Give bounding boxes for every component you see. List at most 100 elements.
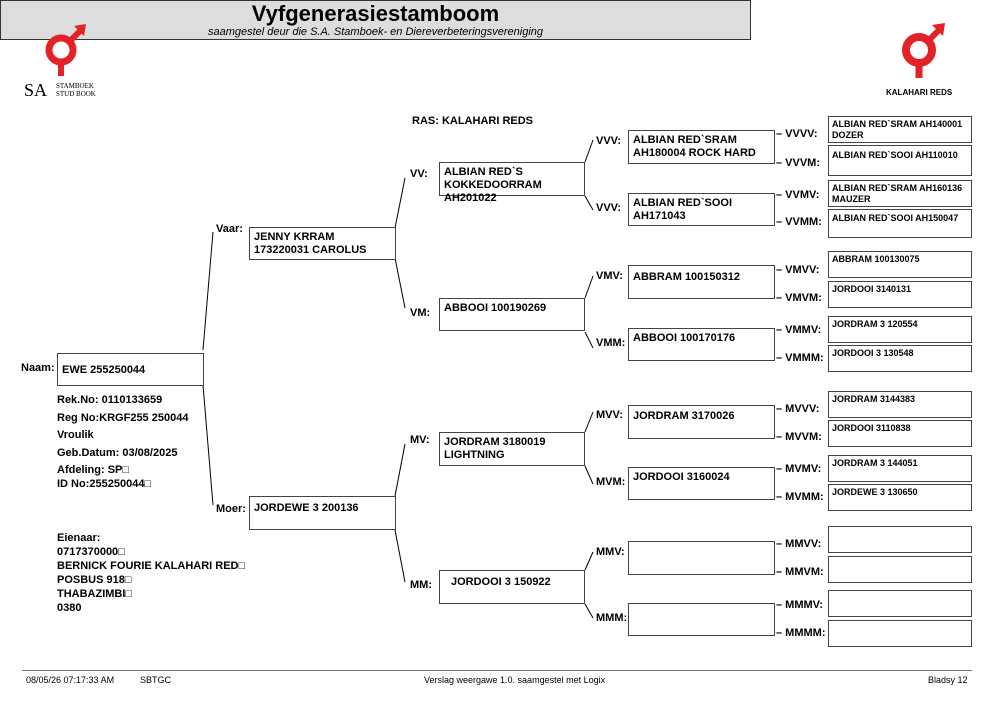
- dam-name: JORDEWE 3 200136: [254, 502, 359, 514]
- owner-name: BERNICK FOURIE KALAHARI RED□: [57, 560, 246, 572]
- mm-name: JORDOOI 3 150922: [451, 576, 551, 588]
- mv-box[interactable]: JORDRAM 3180019 LIGHTNING: [439, 432, 585, 466]
- page-title: Vyfgenerasiestamboom: [251, 1, 500, 26]
- mvmm-label: – MVMM:: [776, 491, 824, 503]
- vvvv-name: ALBIAN RED`SRAM AH140001 DOZER: [832, 119, 963, 140]
- vmmm-label: – VMMM:: [776, 352, 824, 364]
- kalahari-logo-text: KALAHARI REDS: [886, 88, 953, 97]
- vvvv-label: – VVVV:: [776, 128, 818, 140]
- mvm-box[interactable]: JORDOOI 3160024: [628, 467, 775, 500]
- animal-name: EWE 255250044: [62, 364, 146, 376]
- vmm-label: VMM:: [596, 337, 626, 349]
- vvvv-box[interactable]: ALBIAN RED`SRAM AH140001 DOZER: [828, 116, 972, 143]
- mvmv-name: JORDRAM 3 144051: [832, 458, 918, 468]
- owner-label: Eienaar:: [57, 532, 101, 544]
- mvvv-box[interactable]: JORDRAM 3144383: [828, 391, 972, 418]
- mvmm-box[interactable]: JORDEWE 3 130650: [828, 484, 972, 511]
- vmm-name: ABBOOI 100170176: [633, 332, 736, 344]
- vvmv-box[interactable]: ALBIAN RED`SRAM AH160136 MAUZER: [828, 180, 972, 207]
- vvm-name: ALBIAN RED`SOOI AH171043: [633, 197, 732, 222]
- mv-label: MV:: [410, 434, 430, 446]
- vv-box[interactable]: ALBIAN RED`S KOKKEDOORRAM AH201022: [439, 162, 585, 204]
- mmmm-label: – MMMM:: [776, 627, 826, 639]
- vmvv-label: – VMVV:: [776, 264, 820, 276]
- vvvm-name: ALBIAN RED`SOOI AH110010: [832, 150, 958, 160]
- mvm-name: JORDOOI 3160024: [633, 471, 730, 483]
- mmm-label: MMM:: [596, 612, 628, 624]
- vmmm-box[interactable]: JORDOOI 3 130548: [828, 345, 972, 372]
- birth-date: Geb.Datum: 03/08/2025: [57, 446, 178, 459]
- name-label: Naam:: [21, 362, 55, 374]
- vmv-box[interactable]: ABBRAM 100150312: [628, 265, 775, 299]
- mvmv-box[interactable]: JORDRAM 3 144051: [828, 455, 972, 482]
- mmvv-box[interactable]: [828, 526, 972, 553]
- vm-label: VM:: [410, 307, 431, 319]
- owner-details: Eienaar: 0717370000□ BERNICK FOURIE KALA…: [57, 531, 245, 615]
- department: Afdeling: SP□: [57, 464, 130, 476]
- footer-version: Verslag weergawe 1.0. saamgestel met Log…: [424, 675, 606, 685]
- vv-label: VV:: [410, 168, 428, 180]
- vmmv-label: – VMMV:: [776, 324, 822, 336]
- title-banner: Vyfgenerasiestamboom saamgestel deur die…: [0, 0, 751, 40]
- mmmm-box[interactable]: [828, 620, 972, 647]
- mvvv-name: JORDRAM 3144383: [832, 394, 916, 404]
- sire-label: Vaar:: [216, 223, 243, 235]
- sa-logo-stamboek: STAMBOEK: [56, 82, 94, 90]
- vvmv-name: ALBIAN RED`SRAM AH160136 MAUZER: [832, 183, 963, 204]
- mmm-box[interactable]: [628, 603, 775, 636]
- vmvm-label: – VMVM:: [776, 292, 822, 304]
- mvm-label: MVM:: [596, 476, 626, 488]
- mmmv-label: – MMMV:: [776, 599, 824, 611]
- mv-name: JORDRAM 3180019 LIGHTNING: [444, 436, 546, 461]
- sire-box[interactable]: JENNY KRRAM 173220031 CAROLUS: [249, 227, 396, 260]
- vvv-box[interactable]: ALBIAN RED`SRAM AH180004 ROCK HARD: [628, 130, 775, 164]
- id-no: ID No:255250044□: [57, 477, 152, 490]
- mvvv-label: – MVVV:: [776, 403, 820, 415]
- page-subtitle: saamgestel deur die S.A. Stamboek- en Di…: [207, 26, 544, 38]
- vm-box[interactable]: ABBOOI 100190269: [439, 298, 585, 331]
- gender-symbol-icon: [902, 23, 945, 78]
- reg-no: Reg No:KRGF255 250044: [57, 411, 189, 424]
- mmv-box[interactable]: [628, 541, 775, 575]
- mmmv-box[interactable]: [828, 590, 972, 617]
- vmm-box[interactable]: ABBOOI 100170176: [628, 328, 775, 361]
- footer-timestamp: 08/05/26 07:17:33 AM: [26, 675, 115, 685]
- sa-studbook-logo: SA STAMBOEK STUD BOOK: [22, 20, 104, 102]
- vvvm-box[interactable]: ALBIAN RED`SOOI AH110010: [828, 145, 972, 176]
- dam-box[interactable]: JORDEWE 3 200136: [249, 496, 396, 530]
- vm-name: ABBOOI 100190269: [444, 302, 547, 314]
- vvv-label: VVV:: [596, 135, 622, 147]
- mm-box[interactable]: JORDOOI 3 150922: [439, 570, 585, 604]
- mvmv-label: – MVMV:: [776, 463, 822, 475]
- mvvm-box[interactable]: JORDOOI 3110838: [828, 420, 972, 447]
- owner-code: 0380: [57, 602, 82, 614]
- gender-symbol-icon: [45, 24, 86, 76]
- vvm-box[interactable]: ALBIAN RED`SOOI AH171043: [628, 193, 775, 226]
- vmmv-box[interactable]: JORDRAM 3 120554: [828, 316, 972, 343]
- mvvm-label: – MVVM:: [776, 431, 822, 443]
- footer-divider: [22, 670, 972, 671]
- vmvv-box[interactable]: ABBRAM 100130075: [828, 251, 972, 278]
- breed-label: RAS: KALAHARI REDS: [412, 115, 533, 127]
- owner-box: POSBUS 918□: [57, 574, 132, 586]
- vvmv-label: – VVMV:: [776, 189, 820, 201]
- footer-code: SBTGC: [140, 675, 172, 685]
- mvv-box[interactable]: JORDRAM 3170026: [628, 405, 775, 439]
- footer-page: Bladsy 12: [928, 675, 968, 685]
- mmv-label: MMV:: [596, 546, 625, 558]
- vmmm-name: JORDOOI 3 130548: [832, 348, 914, 358]
- vvmm-name: ALBIAN RED`SOOI AH150047: [832, 213, 959, 223]
- animal-name-box[interactable]: EWE 255250044: [57, 353, 204, 386]
- vmv-label: VMV:: [596, 270, 623, 282]
- kalahari-reds-logo: KALAHARI REDS: [880, 20, 965, 102]
- mmvm-box[interactable]: [828, 556, 972, 583]
- mm-label: MM:: [410, 579, 432, 591]
- vvmm-box[interactable]: ALBIAN RED`SOOI AH150047: [828, 209, 972, 238]
- sex: Vroulik: [57, 429, 94, 441]
- vmvm-box[interactable]: JORDOOI 3140131: [828, 281, 972, 308]
- vmmv-name: JORDRAM 3 120554: [832, 319, 918, 329]
- mvmm-name: JORDEWE 3 130650: [832, 487, 918, 497]
- vmv-name: ABBRAM 100150312: [633, 271, 740, 283]
- vvm-label: VVV:: [596, 202, 622, 214]
